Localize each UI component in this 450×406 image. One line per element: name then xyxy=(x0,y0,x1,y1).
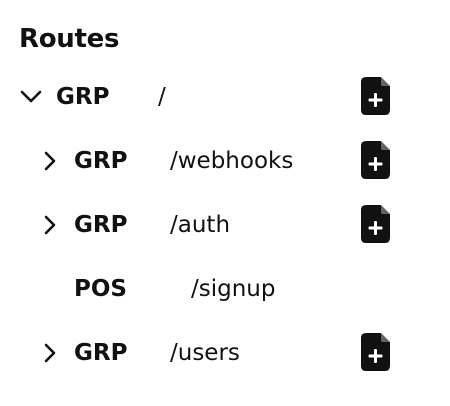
route-path: /webhooks xyxy=(170,148,294,174)
route-method: GRP xyxy=(74,212,128,238)
file-plus-icon[interactable] xyxy=(361,141,390,179)
file-plus-icon[interactable] xyxy=(361,205,390,243)
route-method: GRP xyxy=(74,148,128,174)
chevron-right-icon[interactable] xyxy=(38,149,62,173)
route-path: /signup xyxy=(191,276,276,302)
route-method: GRP xyxy=(56,84,110,110)
chevron-right-icon[interactable] xyxy=(38,213,62,237)
route-row-signup[interactable]: POS /signup xyxy=(0,265,450,313)
route-method: POS xyxy=(74,276,127,302)
route-path: /users xyxy=(170,340,240,366)
file-plus-icon[interactable] xyxy=(361,333,390,371)
chevron-right-icon[interactable] xyxy=(38,341,62,365)
page-title: Routes xyxy=(19,24,120,54)
route-row-root[interactable]: GRP / xyxy=(0,73,450,121)
route-path: /auth xyxy=(170,212,231,238)
route-row-users[interactable]: GRP /users xyxy=(0,329,450,377)
file-plus-icon[interactable] xyxy=(361,77,390,115)
route-row-auth[interactable]: GRP /auth xyxy=(0,201,450,249)
route-row-webhooks[interactable]: GRP /webhooks xyxy=(0,137,450,185)
route-method: GRP xyxy=(74,340,128,366)
chevron-down-icon[interactable] xyxy=(19,85,43,109)
route-path: / xyxy=(158,84,166,110)
